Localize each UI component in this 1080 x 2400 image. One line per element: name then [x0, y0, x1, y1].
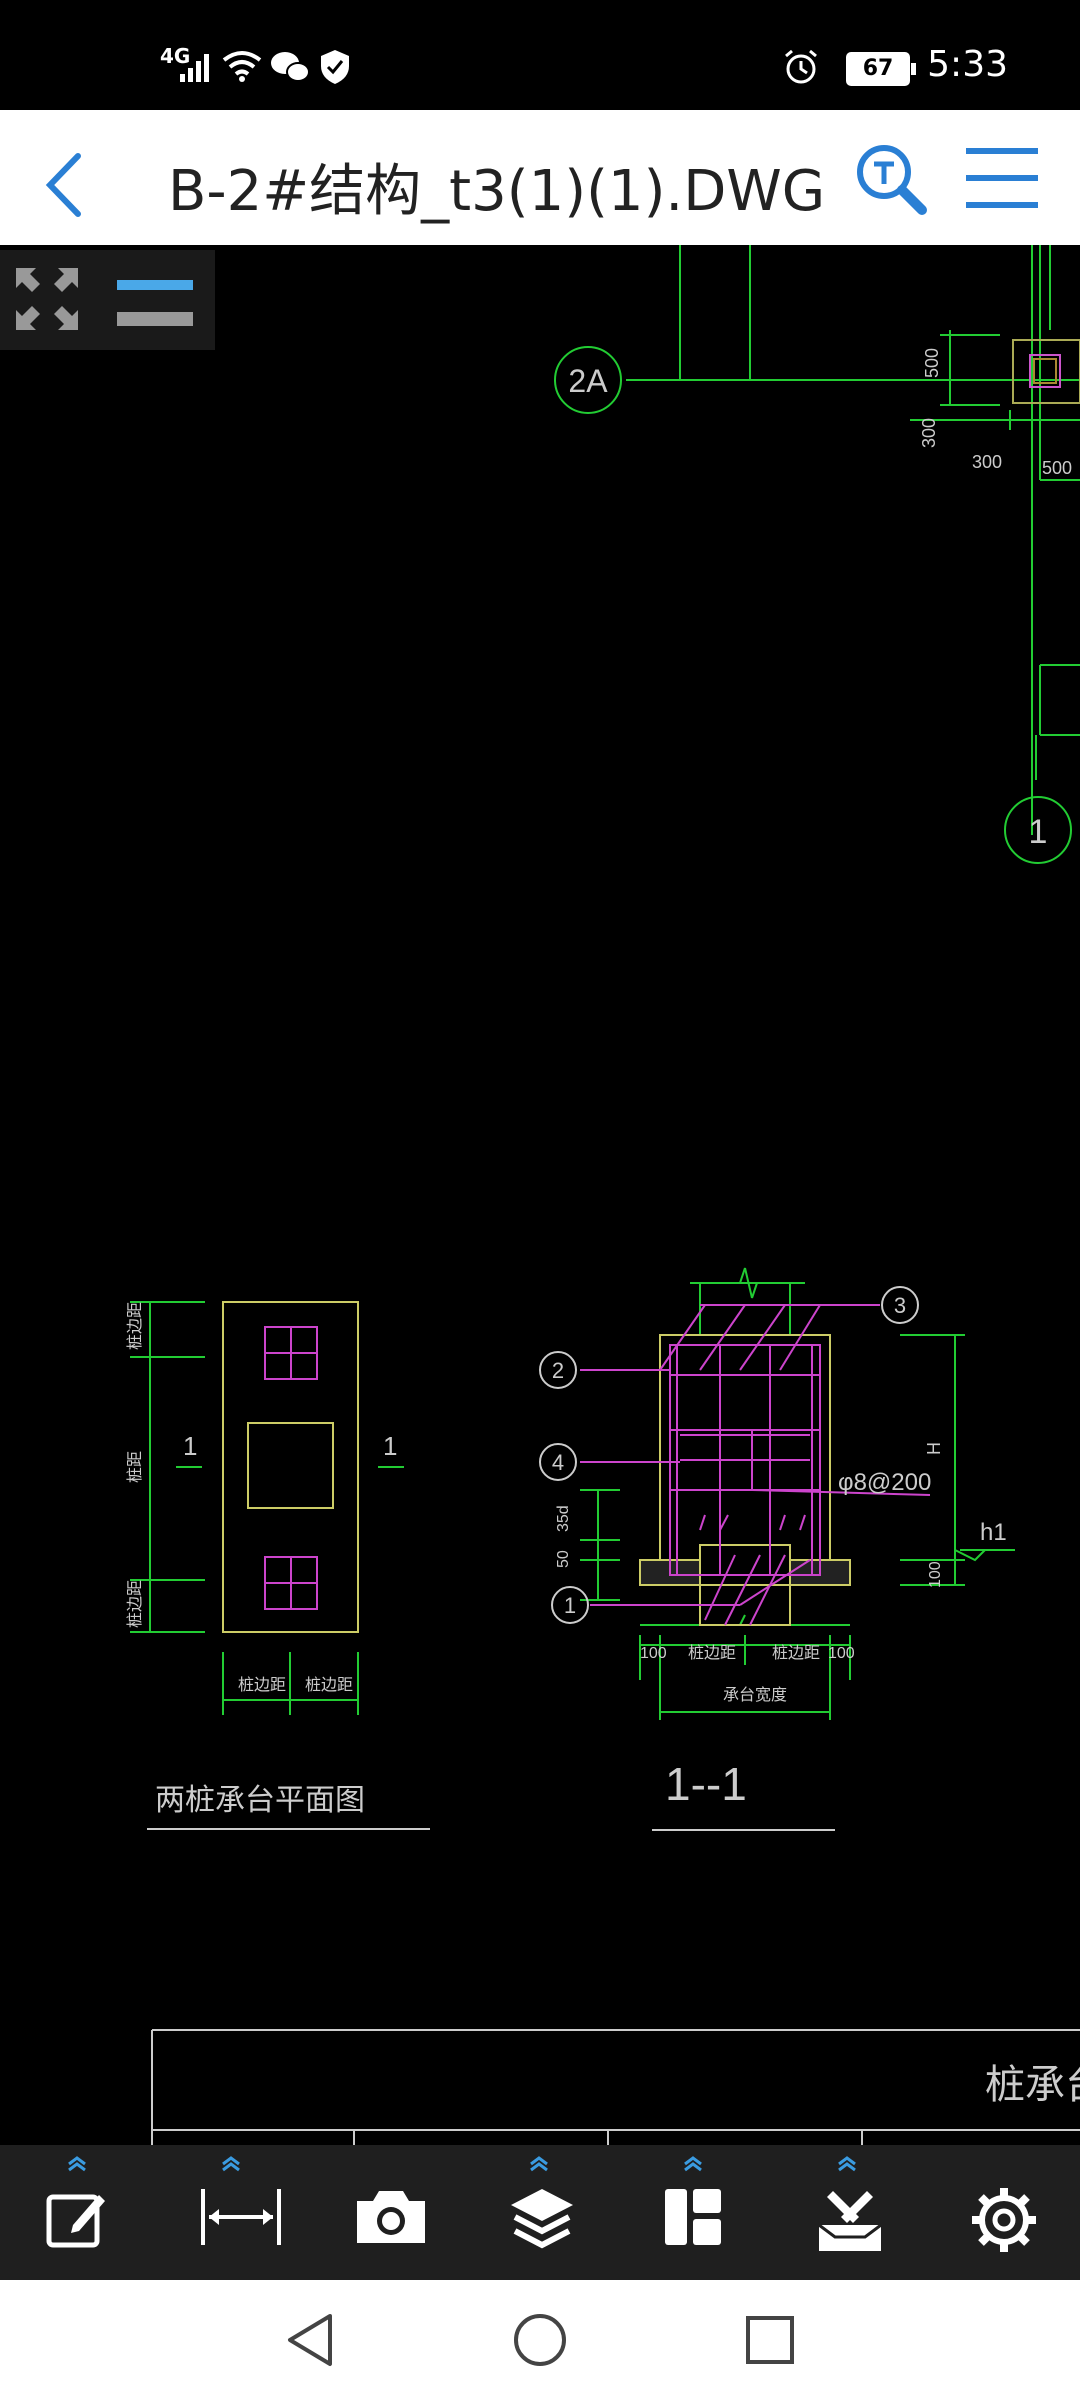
line-weight-toggle-icon[interactable] [115, 272, 195, 332]
chevron-up-icon [222, 2156, 240, 2172]
section-mark-3: 3 [894, 1293, 906, 1318]
stirrup-label: φ8@200 [838, 1469, 931, 1496]
plan-section-mark-left: 1 [183, 1431, 197, 1461]
measure-tool-button[interactable] [154, 2145, 308, 2280]
status-bar: 4G 67 5:33 [0, 0, 1080, 110]
measure-icon [201, 2189, 281, 2245]
chevron-up-icon [838, 2156, 856, 2172]
edit-icon [46, 2194, 105, 2248]
section-mark-4: 4 [552, 1450, 564, 1475]
gear-icon [972, 2188, 1036, 2252]
wifi-icon [222, 51, 262, 82]
dim-100-b: 100 [828, 1645, 855, 1662]
dim-50: 50 [555, 1550, 572, 1568]
height-label: H [924, 1442, 944, 1455]
system-nav-bar [0, 2280, 1080, 2400]
home-nav-icon[interactable] [510, 2310, 570, 2370]
network-type: 4G [160, 44, 191, 68]
axis-bubble-1: 1 [1029, 813, 1048, 851]
chevron-up-icon [684, 2156, 702, 2172]
h1-label: h1 [980, 1519, 1007, 1546]
edit-tool-button[interactable] [0, 2145, 154, 2280]
signal-icon [180, 54, 209, 82]
wechat-icon [271, 52, 310, 82]
tools-button[interactable] [770, 2145, 924, 2280]
battery-indicator: 67 [846, 52, 916, 86]
dim-100-right: 100 [927, 1561, 944, 1588]
screenshot-button[interactable] [308, 2145, 462, 2280]
plan-label-mid: 桩距 [126, 1451, 144, 1483]
dim-500-vertical: 500 [922, 348, 942, 378]
plan-label-bottom-left: 桩边距 [238, 1676, 286, 1694]
plan-section-mark-right: 1 [383, 1431, 397, 1461]
chevron-up-icon [68, 2156, 86, 2172]
layout-icon [665, 2189, 721, 2245]
plan-label-bottom-right: 桩边距 [305, 1676, 353, 1694]
axis-bubble-2a: 2A [568, 363, 608, 399]
plan-title: 两桩承台平面图 [155, 1784, 365, 1817]
chevron-up-icon [530, 2156, 548, 2172]
shield-icon [321, 50, 349, 84]
dim-500-horizontal: 500 [1042, 458, 1072, 478]
text-search-icon[interactable] [852, 140, 928, 216]
clock: 5:33 [927, 44, 1008, 85]
layers-icon [511, 2189, 573, 2249]
back-nav-icon[interactable] [282, 2310, 338, 2370]
toolbox-icon [818, 2191, 882, 2251]
view-mini-toolbar [0, 250, 215, 350]
dim-300-horizontal: 300 [972, 452, 1002, 472]
bottom-toolbar [0, 2145, 1080, 2280]
plan-label-bottom: 桩边距 [126, 1580, 144, 1628]
dim-pile-edge-a: 桩边距 [688, 1644, 736, 1662]
dim-300-vertical: 300 [919, 418, 939, 448]
back-arrow-icon[interactable] [40, 150, 90, 220]
table-header: 桩承台配 [985, 2063, 1080, 2107]
drawing-canvas[interactable]: 500 300 300 500 2A 1 [0, 245, 1080, 2145]
settings-button[interactable] [924, 2145, 1078, 2280]
alarm-icon [785, 49, 817, 84]
section-mark-2: 2 [552, 1358, 564, 1383]
expand-view-icon[interactable] [12, 264, 82, 334]
layers-tool-button[interactable] [462, 2145, 616, 2280]
dim-35d: 35d [555, 1505, 572, 1532]
document-title: B-2#结构_t3(1)(1).DWG [168, 159, 826, 224]
menu-icon[interactable] [964, 146, 1040, 210]
camera-icon [357, 2191, 425, 2243]
dim-pile-edge-b: 桩边距 [772, 1644, 820, 1662]
section-mark-1: 1 [564, 1593, 576, 1618]
app-header: B-2#结构_t3(1)(1).DWG [0, 110, 1080, 245]
cap-width-label: 承台宽度 [723, 1686, 787, 1704]
section-title: 1--1 [665, 1758, 747, 1810]
dim-100-a: 100 [640, 1645, 667, 1662]
layout-tool-button[interactable] [616, 2145, 770, 2280]
plan-label-top: 桩边距 [126, 1302, 144, 1350]
recents-nav-icon[interactable] [742, 2310, 798, 2370]
